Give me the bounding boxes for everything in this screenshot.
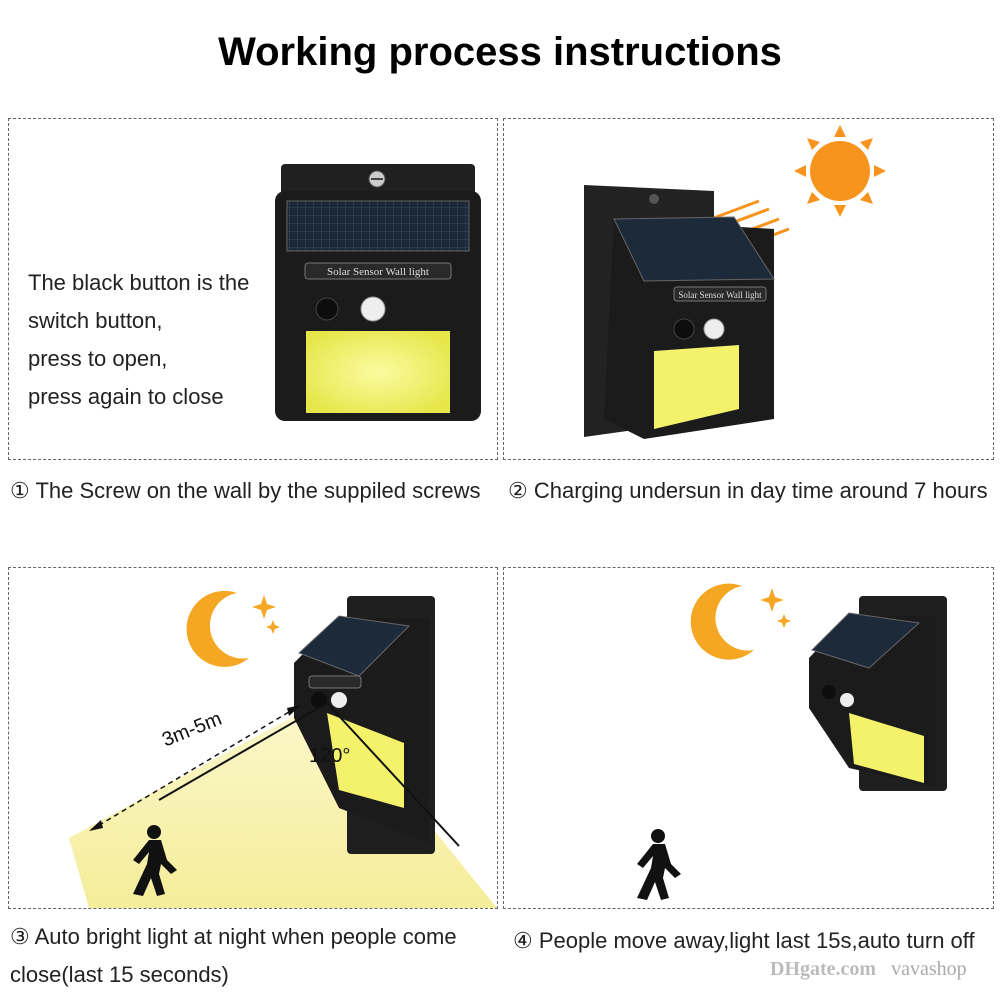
motion-sensor: [703, 318, 725, 340]
switch-button: [315, 297, 339, 321]
product-label: Solar Sensor Wall light: [678, 290, 762, 300]
cob-led-panel: [849, 713, 924, 783]
solar-panel: [811, 612, 921, 669]
angle-label: 120°: [309, 745, 351, 767]
wall-light-side: [809, 596, 947, 791]
walking-person-icon: [133, 825, 177, 896]
solar-panel: [286, 200, 470, 252]
step1-panel: Solar Sensor Wall light The black button…: [8, 118, 498, 460]
wall-light-side: [294, 596, 435, 854]
wall-light-front-illustration: Solar Sensor Wall light: [275, 164, 481, 421]
watermark-brand: DHgate.com: [770, 958, 877, 980]
night-detection-illustration: [69, 590, 497, 908]
moon-icon: [690, 583, 754, 660]
moon-icon: [186, 590, 249, 667]
step3-panel: 3m-5m 120°: [8, 567, 498, 909]
cob-led-panel: [654, 345, 739, 429]
instruction-line: press again to close: [28, 384, 224, 409]
star-icon: [252, 595, 276, 619]
cob-led-panel: [306, 331, 450, 413]
angle-line: [326, 702, 460, 847]
step2-panel: Solar Sensor Wall light: [503, 118, 994, 460]
light-beam: [69, 698, 497, 908]
step1-caption: ① The Screw on the wall by the suppiled …: [10, 478, 481, 503]
instruction-line: switch button,: [28, 308, 163, 333]
solar-panel: [298, 615, 411, 677]
sun-icon: [794, 125, 886, 217]
motion-sensor: [840, 693, 854, 707]
charging-illustration: Solar Sensor Wall light: [584, 125, 886, 439]
auto-off-illustration: [637, 583, 947, 900]
step2-caption: ② Charging undersun in day time around 7…: [508, 478, 988, 503]
angle-line: [158, 702, 328, 801]
instruction-line: The black button is the: [28, 270, 250, 295]
motion-sensor: [331, 692, 347, 708]
distance-arrow: [90, 705, 300, 831]
motion-sensor: [360, 296, 386, 322]
cob-led-panel: [327, 713, 404, 808]
page-title: Working process instructions: [218, 30, 782, 74]
walking-person-icon: [637, 829, 681, 900]
instruction-text: The black button is the switch button, p…: [28, 264, 249, 416]
product-label: Solar Sensor Wall light: [327, 266, 429, 278]
solar-panel: [613, 216, 775, 282]
watermark-store: vavashop: [891, 958, 967, 980]
step4-caption: ④ People move away,light last 15s,auto t…: [513, 928, 975, 953]
step4-panel: [503, 567, 994, 909]
step3-caption: ③ Auto bright light at night when people…: [10, 924, 457, 987]
star-icon: [760, 588, 784, 612]
watermark: DHgate.com vavashop: [770, 958, 967, 981]
star-icon: [266, 620, 280, 634]
star-icon: [777, 614, 791, 628]
instruction-line: press to open,: [28, 346, 168, 371]
switch-button: [673, 318, 695, 340]
wall-light-angled: Solar Sensor Wall light: [584, 185, 775, 439]
